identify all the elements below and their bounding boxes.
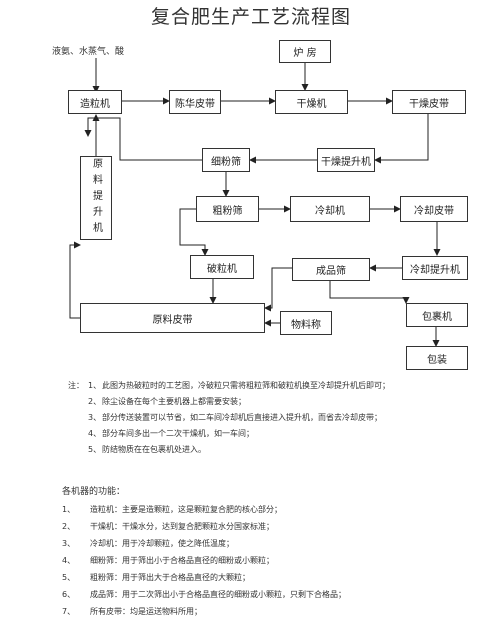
function-text: 干燥机：干燥水分，达到复合肥颗粒水分国家标准； [90, 522, 274, 531]
belt-a-box: 陈华皮带 [169, 90, 221, 114]
raw-belt-box: 原料皮带 [80, 303, 265, 333]
coarse-screen-box: 粗粉筛 [196, 196, 259, 222]
note-item: 2、除尘设备在每个主要机器上都需要安装； [88, 397, 246, 406]
function-text: 成品筛：用于二次筛出小于合格品直径的细粉或小颗粒，只剩下合格品； [90, 590, 346, 599]
function-text: 细粉筛：用于筛出小于合格品直径的细粉或小颗粒； [90, 556, 274, 565]
arrow-finescreen-to-rawelevator [84, 117, 202, 161]
function-text: 冷却机：用于冷却颗粒，使之降低温度； [90, 539, 234, 548]
note-text: 部分传送装置可以节省，如二车间冷却机后直接进入提升机，而省去冷却皮带； [102, 413, 382, 422]
note-item: 3、部分传送装置可以节省，如二车间冷却机后直接进入提升机，而省去冷却皮带； [88, 413, 382, 422]
arrow-drybelt-to-elevator [374, 113, 429, 164]
note-text: 部分车间多出一个二次干燥机，如一车间； [102, 429, 254, 438]
function-item: 6、成品筛：用于二次筛出小于合格品直径的细粉或小颗粒，只剩下合格品； [62, 590, 346, 599]
note-item: 4、部分车间多出一个二次干燥机，如一车间； [88, 429, 254, 438]
arrow-rawbelt-to-rawelevator [69, 241, 81, 319]
page-title: 复合肥生产工艺流程图 [150, 6, 351, 28]
function-item: 5、粗粉筛：用于筛出大于合格品直径的大颗粒； [62, 573, 250, 582]
notes-section: 注：1、此图为热破粒时的工艺图，冷破粒只需将粗粒筛和破粒机换至冷却提升机后即可；… [68, 378, 488, 458]
function-item: 1、造粒机：主要是造颗粒，这是颗粒复合肥的核心部分； [62, 505, 282, 514]
note-text: 防结物质在在包裹机处进入。 [102, 445, 206, 454]
note-item: 注：1、此图为热破粒时的工艺图，冷破粒只需将粗粒筛和破粒机换至冷却提升机后即可； [68, 378, 488, 394]
dryer-box: 干燥机 [275, 90, 348, 114]
functions-title: 各机器的功能： [62, 487, 126, 497]
packing-box: 包装 [406, 346, 468, 370]
notes-prefix: 注： [68, 381, 84, 390]
feed-label: 液氨、水蒸气、酸 [52, 47, 125, 57]
cool-elevator-box: 冷却提升机 [402, 256, 468, 280]
note-item: 5、防结物质在在包裹机处进入。 [88, 445, 206, 454]
crusher-box: 破粒机 [190, 255, 254, 279]
dry-elevator-box: 干燥提升机 [317, 148, 375, 172]
coater-box: 包裹机 [406, 303, 468, 327]
function-item: 3、冷却机：用于冷却颗粒，使之降低温度； [62, 539, 234, 548]
functions-section: 各机器的功能： 1、造粒机：主要是造颗粒，这是颗粒复合肥的核心部分； 2、干燥机… [62, 484, 492, 620]
granulator-box: 造粒机 [68, 90, 122, 114]
note-text: 除尘设备在每个主要机器上都需要安装； [102, 397, 246, 406]
fine-screen-box: 细粉筛 [202, 148, 250, 172]
arrow-coarse-to-crusher [179, 208, 209, 256]
function-text: 造粒机：主要是造颗粒，这是颗粒复合肥的核心部分； [90, 505, 282, 514]
function-item: 2、干燥机：干燥水分，达到复合肥颗粒水分国家标准； [62, 522, 274, 531]
function-item: 7、所有皮带：均是运送物料所用； [62, 607, 202, 616]
materials-box: 物料称 [280, 311, 332, 335]
arrow-productscreen-to-coater [329, 281, 410, 304]
cool-belt-box: 冷却皮带 [400, 196, 468, 222]
arrow-productscreen-to-rawbelt [264, 267, 292, 312]
flow-connectors [69, 58, 441, 347]
dry-belt-box: 干燥皮带 [392, 90, 466, 114]
furnace-box: 炉 房 [279, 40, 331, 63]
function-item: 4、细粉筛：用于筛出小于合格品直径的细粉或小颗粒； [62, 556, 274, 565]
raw-elevator-box: 原料提升机 [80, 156, 112, 240]
function-text: 所有皮带：均是运送物料所用； [90, 607, 202, 616]
note-text: 此图为热破粒时的工艺图，冷破粒只需将粗粒筛和破粒机换至冷却提升机后即可； [102, 381, 390, 390]
function-text: 粗粉筛：用于筛出大于合格品直径的大颗粒； [90, 573, 250, 582]
cooler-box: 冷却机 [290, 196, 370, 222]
product-screen-box: 成品筛 [292, 258, 370, 281]
